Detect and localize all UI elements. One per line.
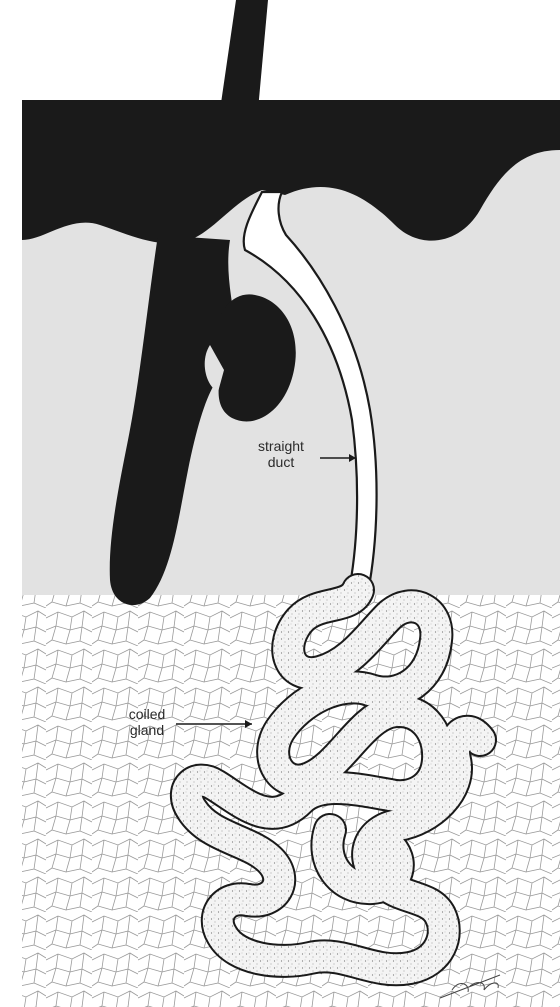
straight-duct-label: straight duct <box>236 438 326 470</box>
coiled-gland-label-line1: coiled <box>108 706 186 722</box>
coiled-gland-label: coiled gland <box>108 706 186 738</box>
straight-duct-label-line2: duct <box>236 454 326 470</box>
straight-duct-label-line1: straight <box>236 438 326 454</box>
coiled-gland-label-line2: gland <box>108 722 186 738</box>
